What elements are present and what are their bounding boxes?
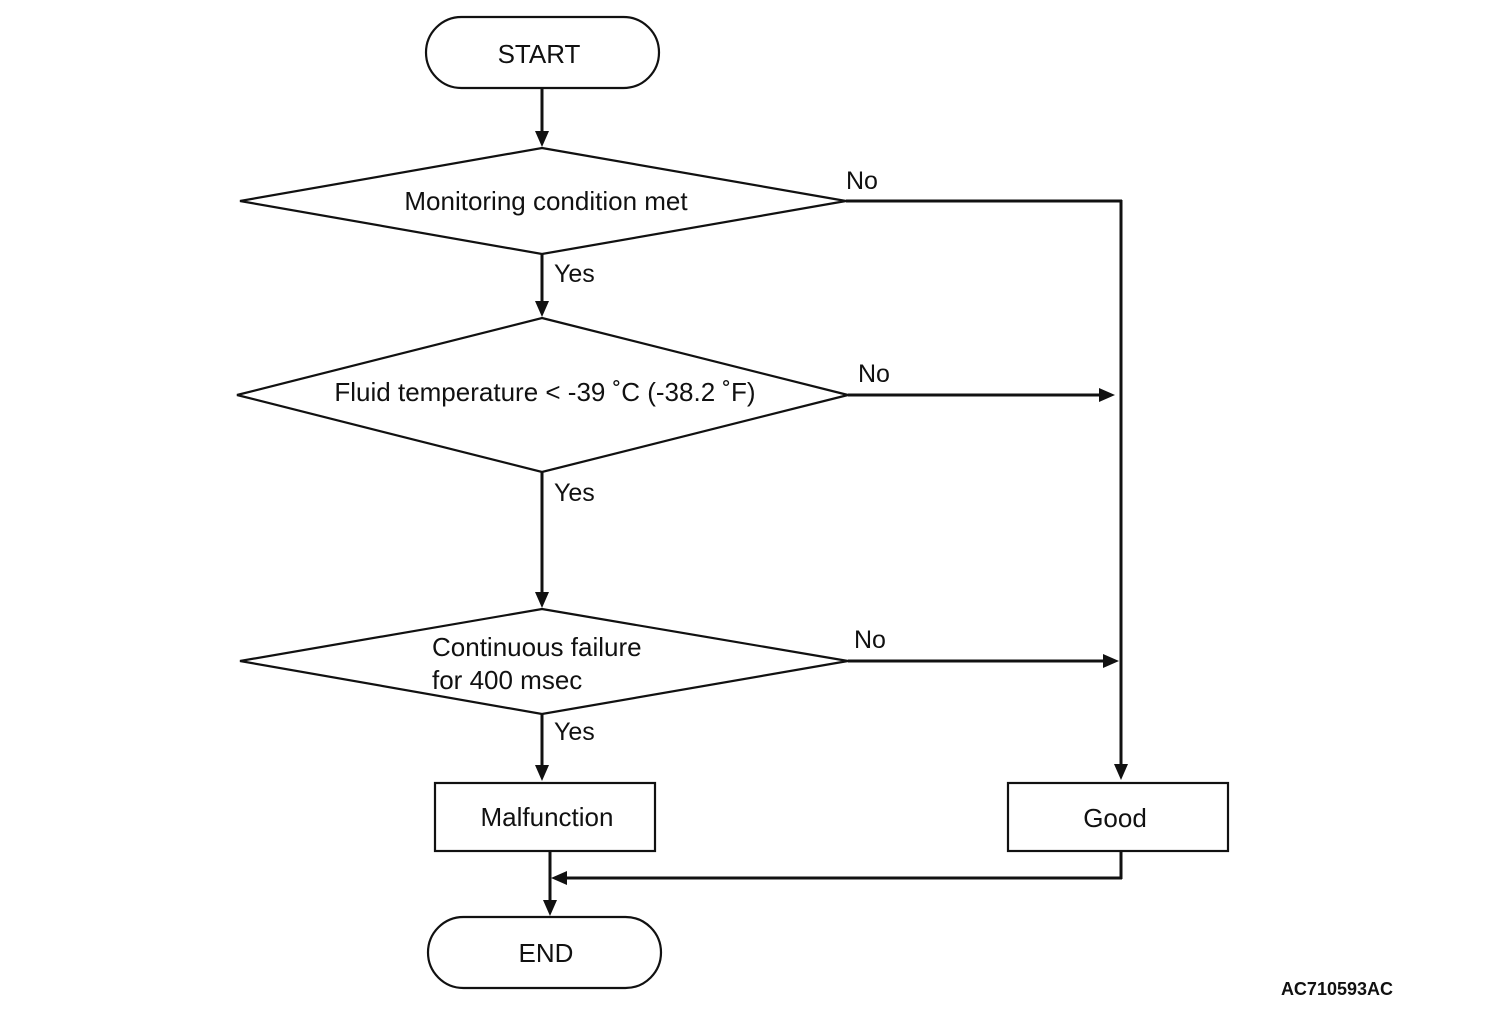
yes-label-3: Yes (554, 718, 595, 746)
end-terminal (426, 915, 663, 990)
good-box (1006, 781, 1230, 853)
decision2-label: Fluid temperature < -39 ˚C (-38.2 ˚F) (334, 377, 755, 407)
good-label: Good (1083, 803, 1147, 833)
arrowhead-end (543, 900, 557, 916)
arrowhead-merge (551, 871, 567, 885)
arrowhead-no-2 (1099, 388, 1115, 402)
malfunction-label: Malfunction (481, 802, 614, 832)
arrowhead-good (1114, 764, 1128, 780)
decision3-label-line1: Continuous failure (432, 632, 642, 662)
arrowhead-decision3 (535, 592, 549, 608)
arrowhead-malfunction (535, 765, 549, 781)
decision3-label-line2: for 400 msec (432, 665, 582, 695)
yes-label-2: Yes (554, 479, 595, 507)
figure-code: AC710593AC (1281, 979, 1393, 999)
arrowhead-decision1 (535, 131, 549, 147)
end-label: END (519, 938, 574, 968)
arrowhead-decision2 (535, 301, 549, 317)
no-label-3: No (854, 626, 886, 654)
no-label-1: No (846, 167, 878, 195)
arrowhead-no-3 (1103, 654, 1119, 668)
no-label-2: No (858, 360, 890, 388)
start-label: START (498, 39, 581, 69)
decision1-label: Monitoring condition met (404, 186, 688, 216)
yes-label-1: Yes (554, 260, 595, 288)
malfunction-box (433, 781, 657, 853)
